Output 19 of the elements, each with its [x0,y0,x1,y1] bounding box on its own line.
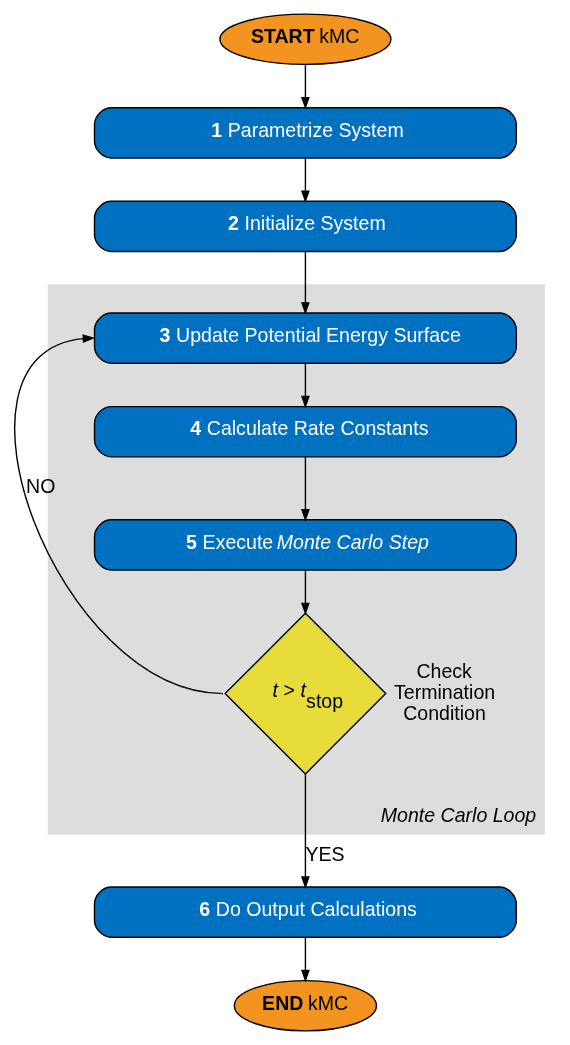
node-box: 1 Parametrize System [93,107,517,159]
arrow [301,456,310,522]
node-label: Check Termination Condition [394,659,496,724]
arrow [301,362,310,409]
arrow [14,334,224,695]
node-box: 5 Execute Monte Carlo Step [93,519,517,571]
arrow [301,63,310,110]
arrow [301,157,310,204]
node-box: 3 Update Potential Energy Surface [93,312,517,364]
node-ellipse: END kMC [233,979,378,1032]
arrow [301,936,310,983]
arrow [301,251,310,315]
edge-label: YES [305,842,345,865]
node-box: 2 Initialize System [93,200,517,253]
node-box: 6 Do Output Calculations [93,886,517,938]
node-ellipse: START kMC [219,13,392,66]
arrow [301,569,310,616]
node-box: 4 Calculate Rate Constants [93,405,517,458]
arrow [301,773,310,889]
